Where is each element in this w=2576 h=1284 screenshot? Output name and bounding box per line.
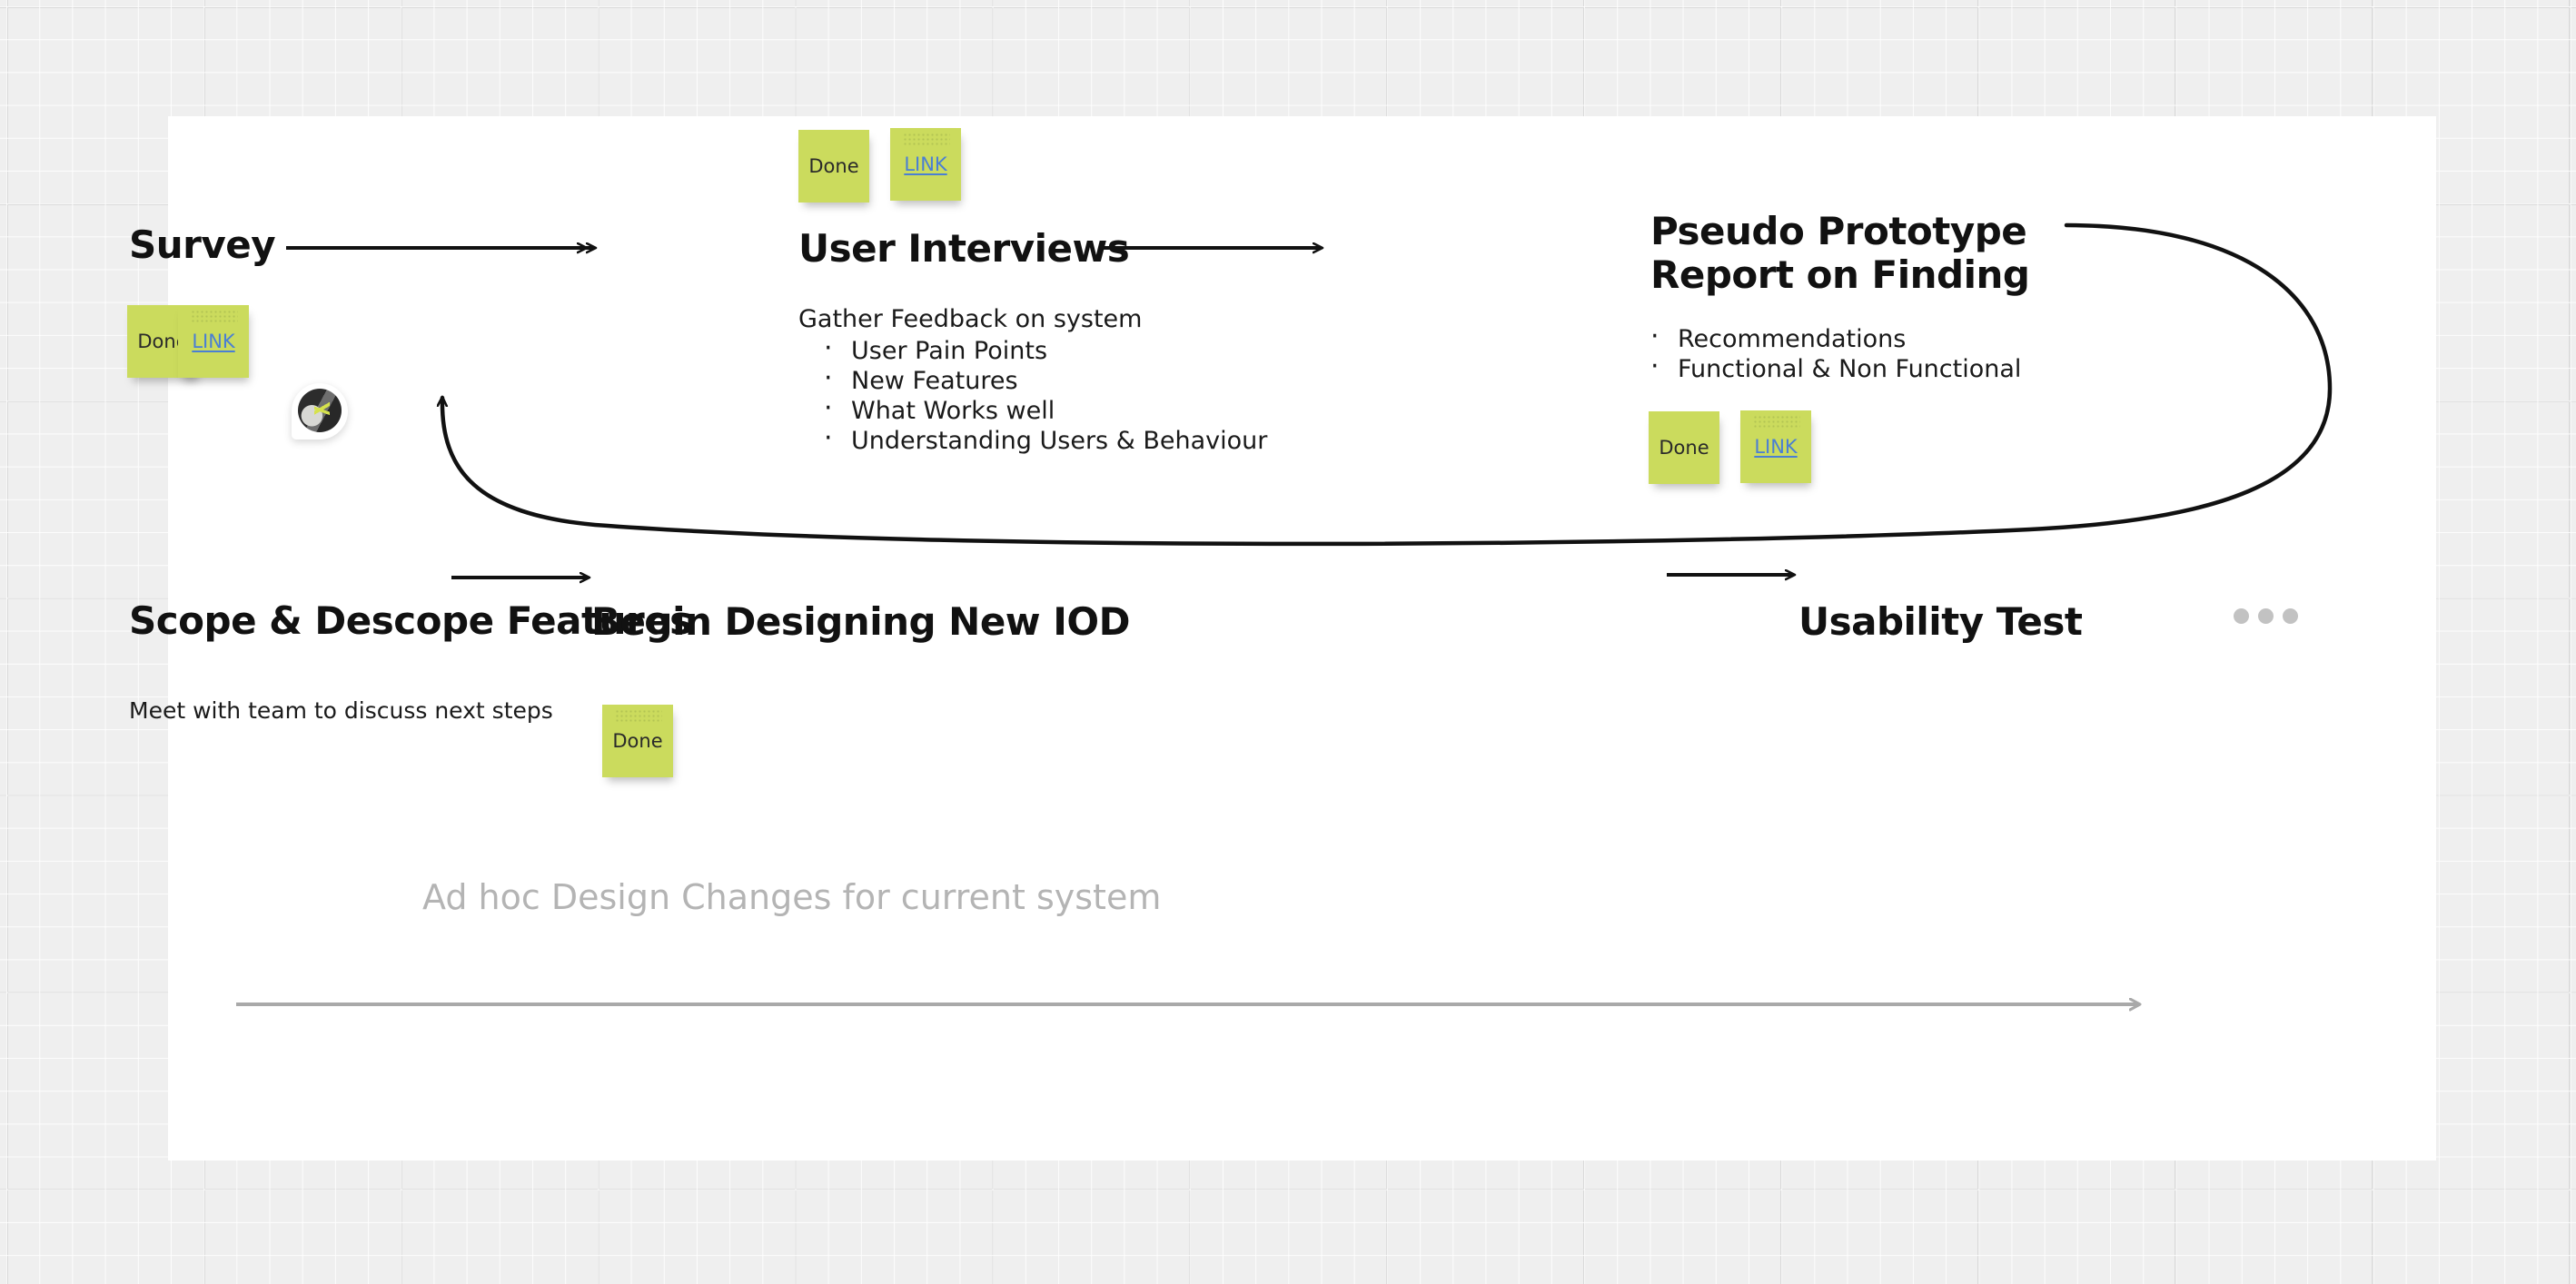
dot-3 (2283, 608, 2298, 624)
node-body-list: Recommendations Functional & Non Functio… (1650, 321, 2021, 385)
sticky-prototype-link[interactable]: LINK (1740, 410, 1811, 483)
sticky-label: LINK (192, 330, 235, 352)
avatar-comment-pin[interactable] (292, 383, 348, 440)
adhoc-track-label[interactable]: Ad hoc Design Changes for current system (422, 877, 1162, 917)
node-body-list: User Pain Points New Features What Works… (824, 332, 1267, 457)
board-canvas[interactable]: Survey Done LINK Done LINK User Intervie… (127, 116, 2436, 1161)
list-item: Understanding Users & Behaviour (824, 422, 1267, 457)
node-title-survey[interactable]: Survey (129, 222, 276, 267)
node-title-usability-test[interactable]: Usability Test (1798, 599, 2083, 644)
sticky-texture-icon (1753, 415, 1800, 430)
list-item: User Pain Points (824, 332, 1267, 367)
sticky-designing-done[interactable]: Done (602, 705, 673, 777)
sticky-label: Done (1659, 436, 1709, 459)
avatar-photo (298, 389, 342, 432)
list-item: Recommendations (1650, 321, 2021, 355)
node-title-pseudo-prototype[interactable]: Pseudo Prototype Report on Finding (1650, 210, 2123, 297)
sticky-texture-icon (903, 133, 950, 147)
sticky-label: LINK (1754, 435, 1798, 458)
node-title-begin-designing[interactable]: Begin Designing New IOD (591, 599, 1130, 644)
node-title-user-interviews[interactable]: User Interviews (798, 226, 1130, 271)
dot-1 (2234, 608, 2249, 624)
list-item: Functional & Non Functional (1650, 351, 2021, 385)
dot-2 (2258, 608, 2274, 624)
sticky-label: Done (612, 729, 663, 752)
sticky-interviews-done[interactable]: Done (798, 130, 869, 202)
sticky-texture-icon (615, 709, 662, 724)
node-body-pseudo-prototype[interactable]: Recommendations Functional & Non Functio… (1650, 321, 2021, 385)
title-line-1: Pseudo Prototype (1650, 209, 2027, 253)
more-options-icon[interactable] (2234, 608, 2298, 624)
sticky-prototype-done[interactable]: Done (1649, 411, 1719, 484)
sticky-label: LINK (904, 153, 947, 175)
sticky-label: Done (137, 330, 188, 352)
node-body-lead: Gather Feedback on system (798, 305, 1143, 333)
node-caption-scope-descope[interactable]: Meet with team to discuss next steps (129, 697, 553, 724)
node-title-scope-descope[interactable]: Scope & Descope Features (129, 598, 692, 643)
list-item: What Works well (824, 392, 1267, 427)
sticky-survey-link[interactable]: LINK (178, 305, 249, 378)
sticky-interviews-link[interactable]: LINK (890, 128, 961, 201)
list-item: New Features (824, 362, 1267, 397)
sticky-label: Done (808, 154, 859, 177)
node-body-user-interviews[interactable]: Gather Feedback on system User Pain Poin… (798, 305, 1267, 457)
sticky-texture-icon (191, 310, 238, 324)
title-line-2: Report on Finding (1650, 252, 2030, 297)
